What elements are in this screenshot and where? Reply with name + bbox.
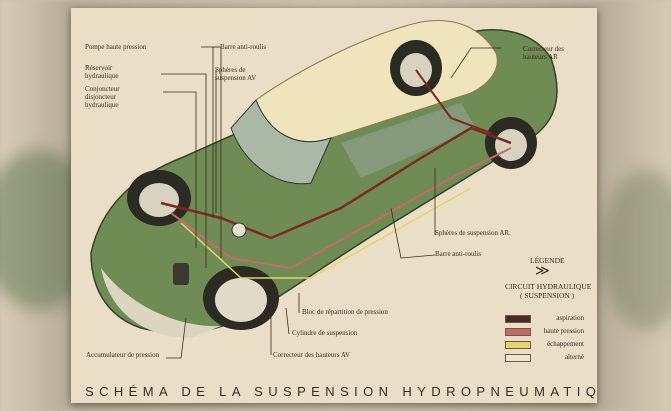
label-spheres-suspension-ar: Sphères de suspension AR. bbox=[435, 229, 511, 237]
poster-title: SCHÉMA DE LA SUSPENSION HYDROPNEUMATIQUE bbox=[85, 384, 597, 399]
legend-swatch-aspiration bbox=[505, 315, 531, 323]
suspension-diagram-poster: Pompe haute pression Réservoir hydrauliq… bbox=[71, 8, 597, 403]
label-reservoir-hydraulique: Réservoir hydraulique bbox=[85, 64, 119, 80]
label-cylindre-suspension: Cylindre de suspension bbox=[292, 329, 358, 337]
label-correcteur-hauteurs-ar: Correcteur des hauteurs AR bbox=[523, 45, 565, 61]
legend-label: échappement bbox=[547, 340, 584, 348]
legend-circuit: CIRCUIT HYDRAULIQUE bbox=[505, 282, 592, 291]
label-barre-anti-roulis-ar: Barre anti-roulis bbox=[435, 250, 482, 258]
legend-swatch-echappement bbox=[505, 341, 531, 349]
label-correcteur-hauteurs-av: Correcteur des hauteurs AV bbox=[273, 351, 351, 359]
double-arrow-icon: ≫ bbox=[535, 264, 550, 279]
legend-swatch-alterne bbox=[505, 354, 531, 362]
car-illustration bbox=[90, 20, 558, 359]
wheel bbox=[127, 170, 191, 226]
label-spheres-suspension-av: Sphères de suspension AV bbox=[215, 66, 257, 82]
label-barre-anti-roulis-av: Barre anti-roulis bbox=[220, 43, 267, 51]
legend-heading: LÉGENDE bbox=[530, 256, 565, 265]
legend-label: aspiration bbox=[556, 314, 584, 322]
label-conjoncteur-disjoncteur: Conjoncteur disjoncteur hydraulique bbox=[85, 85, 120, 109]
blurred-background-shape bbox=[601, 170, 671, 330]
legend-label: alterné bbox=[564, 353, 584, 361]
label-bloc-repartition: Bloc de répartition de pression bbox=[302, 308, 388, 316]
legend-label: haute pression bbox=[543, 327, 584, 335]
legend-swatch-haute-pression bbox=[505, 328, 531, 336]
label-pompe-haute-pression: Pompe haute pression bbox=[85, 43, 147, 51]
label-accumulateur-pression: Accumulateur de pression bbox=[86, 351, 160, 359]
legend-subtitle: ( SUSPENSION ) bbox=[520, 291, 575, 300]
